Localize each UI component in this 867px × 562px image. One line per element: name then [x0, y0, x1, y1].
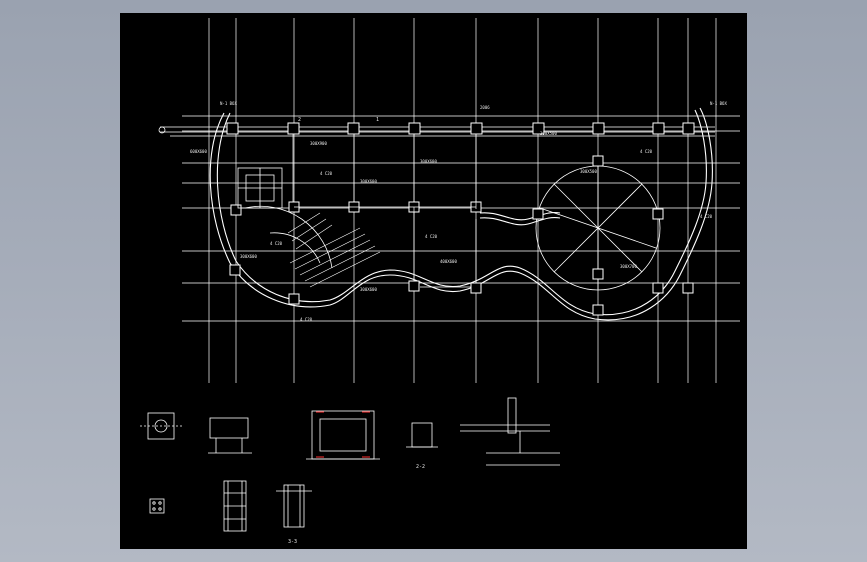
svg-text:300X600: 300X600 [360, 287, 377, 292]
svg-text:4 C20: 4 C20 [270, 241, 283, 246]
detail-title-2-2: 2-2 [416, 464, 425, 470]
svg-text:300X600: 300X600 [240, 254, 257, 259]
top-beam [158, 126, 715, 137]
horizontal-grid-lines [182, 115, 740, 322]
svg-text:300X500: 300X500 [580, 169, 597, 174]
svg-text:2006: 2006 [480, 105, 490, 110]
vertical-grid-lines [208, 18, 717, 383]
svg-text:400X600: 400X600 [440, 259, 457, 264]
svg-text:4 C20: 4 C20 [300, 317, 313, 322]
detail-drawings [140, 397, 560, 532]
svg-text:4 C20: 4 C20 [640, 149, 653, 154]
building-outline [209, 107, 713, 321]
stair-hatching [287, 212, 381, 288]
svg-text:300X700: 300X700 [620, 264, 637, 269]
axis-label-one: 1 [376, 117, 379, 123]
svg-text:4 C20: 4 C20 [700, 214, 713, 219]
svg-text:4 C20: 4 C20 [425, 234, 438, 239]
annotation-marks: N-1 BOX N-1 BOX 2006 600X600 300X900 4 C… [190, 101, 727, 322]
red-markers [316, 411, 370, 458]
svg-text:300X500: 300X500 [540, 131, 557, 136]
svg-text:N-1 BOX: N-1 BOX [220, 101, 237, 106]
svg-text:600X600: 600X600 [190, 149, 207, 154]
cad-drawing-sheet: N-1 BOX N-1 BOX 2006 600X600 300X900 4 C… [120, 13, 747, 549]
beam-lines [292, 134, 477, 288]
svg-text:300X900: 300X900 [310, 141, 327, 146]
stair-core [237, 167, 283, 209]
detail-title-3-3: 3-3 [288, 539, 297, 545]
svg-text:300X600: 300X600 [360, 179, 377, 184]
svg-text:300X600: 300X600 [420, 159, 437, 164]
foundation-plan-drawing: N-1 BOX N-1 BOX 2006 600X600 300X900 4 C… [140, 18, 740, 545]
svg-text:4 C20: 4 C20 [320, 171, 333, 176]
svg-text:N-1 BOX: N-1 BOX [710, 101, 727, 106]
axis-label-two: 2 [298, 117, 301, 123]
